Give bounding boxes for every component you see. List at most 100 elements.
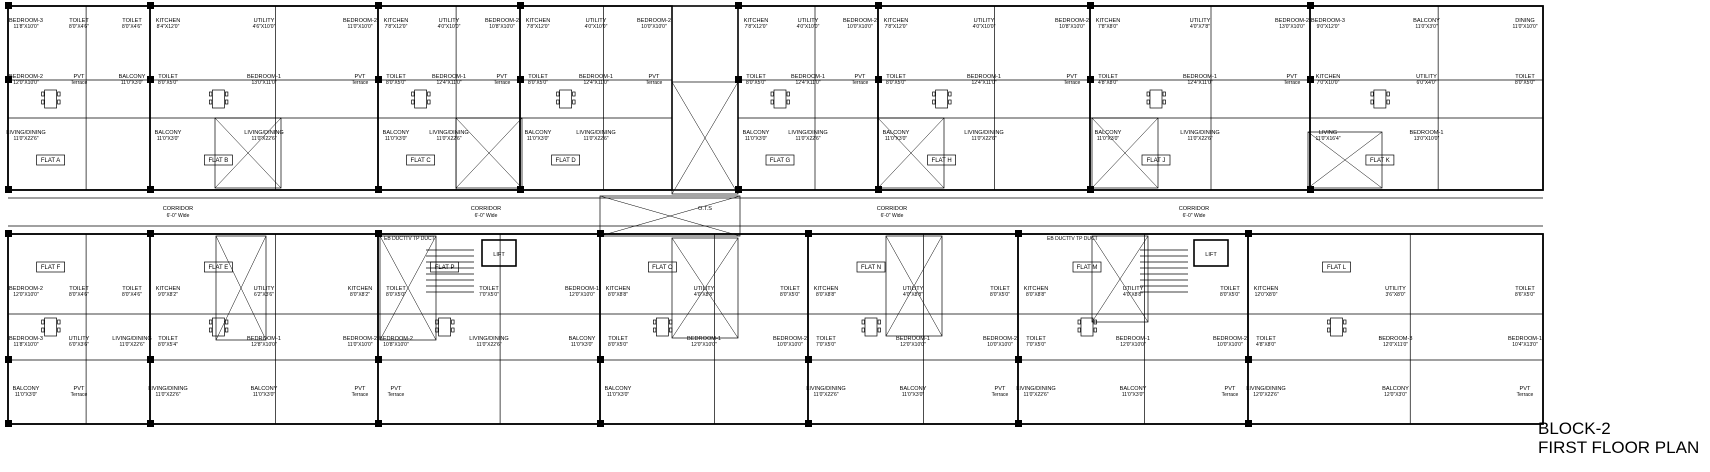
top-flat-outline	[877, 5, 1091, 191]
ots-shaft-top-1-diag	[455, 117, 523, 189]
room-dimension: 8'6"X5'0"	[1515, 292, 1535, 298]
flat-tag: FLAT K	[1370, 158, 1390, 164]
room-name: TOILET	[886, 74, 906, 80]
dining-chair	[1077, 319, 1081, 325]
dining-chair	[57, 99, 61, 105]
room-dimension: 12'0"X10'0"	[691, 342, 717, 348]
room-name: BEDROOM-3	[9, 18, 43, 24]
room-name: BALCONY	[743, 130, 770, 136]
room-dimension: 11'0"X22'6"	[436, 136, 461, 142]
room-dimension: 8'0"X5'0"	[886, 80, 906, 86]
room-dimension: 13'0"X11'0"	[251, 80, 276, 86]
dining-chair	[1162, 99, 1166, 105]
room-dimension: Terrace	[388, 392, 405, 398]
core-void-diag	[599, 195, 741, 237]
dining-chair	[451, 319, 455, 325]
flat-tag-box	[765, 154, 795, 166]
room-dimension: 12'0"X22'6"	[1253, 392, 1279, 398]
bottom-flat-outline	[599, 233, 809, 425]
dining-chair	[1386, 91, 1390, 97]
room-dimension: 7'0"X10'0"	[1317, 80, 1340, 86]
structural-column	[147, 76, 154, 83]
room-name: TOILET	[1515, 74, 1535, 80]
room-dimension: 8'0"X8'8"	[1026, 292, 1046, 298]
eb-duct-label: EB DUCT	[1047, 236, 1069, 242]
room-name: LIVING/DINING	[112, 336, 151, 342]
room-dimension: 11'0"X22'6"	[1187, 136, 1212, 142]
dining-chair	[932, 99, 936, 105]
room-dimension: 11'0"X3'0"	[1122, 392, 1145, 398]
dining-chair	[411, 91, 415, 97]
room-name: KITCHEN	[156, 286, 181, 292]
room-dimension: 6'0"X4'0"	[1417, 80, 1437, 86]
room-dimension: 10'0"X10'0"	[987, 342, 1013, 348]
dining-chair	[1093, 327, 1097, 333]
flat-tag-box	[36, 154, 65, 166]
top-flat-outline	[737, 5, 879, 191]
room-name: BALCONY	[251, 386, 278, 392]
dining-table	[1373, 89, 1387, 109]
room-dimension: 10'0"X10'0"	[1217, 342, 1243, 348]
room-dimension: 7'8"X12'0"	[527, 24, 550, 30]
dining-chair	[786, 99, 790, 105]
room-dimension: Terrace	[852, 80, 869, 86]
room-name: BEDROOM-3	[9, 336, 43, 342]
dining-chair	[861, 327, 865, 333]
dining-table	[1080, 317, 1094, 337]
room-dimension: Terrace	[352, 80, 369, 86]
room-dimension: 10'8"X10'0"	[489, 24, 515, 30]
room-name: TOILET	[386, 74, 406, 80]
room-dimension: 11'0"X3'0"	[527, 136, 550, 142]
structural-column	[805, 230, 812, 237]
dining-chair	[1146, 99, 1150, 105]
structural-column	[1307, 186, 1314, 193]
structural-column	[5, 76, 12, 83]
dining-chair	[1370, 99, 1374, 105]
structural-column	[147, 420, 154, 427]
structural-column	[1015, 356, 1022, 363]
ots-shaft-top-2	[877, 117, 945, 189]
room-name: UTILITY	[586, 18, 607, 24]
room-dimension: 11'0"X22'6"	[795, 136, 820, 142]
eb-duct-label: EB DUCT	[384, 236, 406, 242]
structural-column	[735, 76, 742, 83]
dining-table	[656, 317, 669, 337]
room-dimension: 11'0"X22'6"	[476, 342, 501, 348]
room-name: UTILITY	[1416, 74, 1437, 80]
room-dimension: 4'0"X8'8"	[694, 292, 714, 298]
room-name: TOILET	[608, 336, 628, 342]
bottom-flat-outline	[377, 233, 601, 425]
room-name: BEDROOM-2	[343, 336, 377, 342]
dining-chair	[209, 327, 213, 333]
flat-tag: FLAT E	[209, 265, 229, 271]
flat-tag-box	[648, 261, 677, 273]
flat-tag-box	[430, 261, 459, 273]
room-name: PVT	[1225, 386, 1236, 392]
room-name: BEDROOM-2	[379, 336, 413, 342]
dining-table	[864, 317, 878, 337]
dining-chair	[1093, 319, 1097, 325]
room-dimension: 11'0"X3'0"	[885, 136, 908, 142]
structural-column	[1245, 230, 1252, 237]
room-name: TOILET	[158, 336, 178, 342]
flat-tag: FLAT L	[1327, 265, 1347, 271]
room-name: BEDROOM-1	[791, 74, 825, 80]
room-dimension: 4'0"X7'8"	[1190, 24, 1210, 30]
dining-chair	[41, 99, 45, 105]
room-dimension: Terrace	[1517, 392, 1534, 398]
room-name: TOILET	[746, 74, 766, 80]
top-flat-outline	[149, 5, 379, 191]
bottom-flat-outline	[1247, 233, 1544, 425]
room-name: BEDROOM-2	[983, 336, 1017, 342]
room-name: TOILET	[1098, 74, 1118, 80]
room-dimension: Terrace	[71, 392, 88, 398]
dining-table	[1149, 89, 1163, 109]
room-name: BALCONY	[883, 130, 910, 136]
corridor-label: CORRIDOR	[471, 206, 501, 212]
room-name: TOILET	[386, 286, 406, 292]
structural-column	[1087, 186, 1094, 193]
room-dimension: 11'0"X22'6"	[813, 392, 838, 398]
room-dimension: 11'0"X16'4"	[1315, 136, 1340, 142]
room-name: PVT	[355, 74, 366, 80]
room-name: BALCONY	[13, 386, 40, 392]
